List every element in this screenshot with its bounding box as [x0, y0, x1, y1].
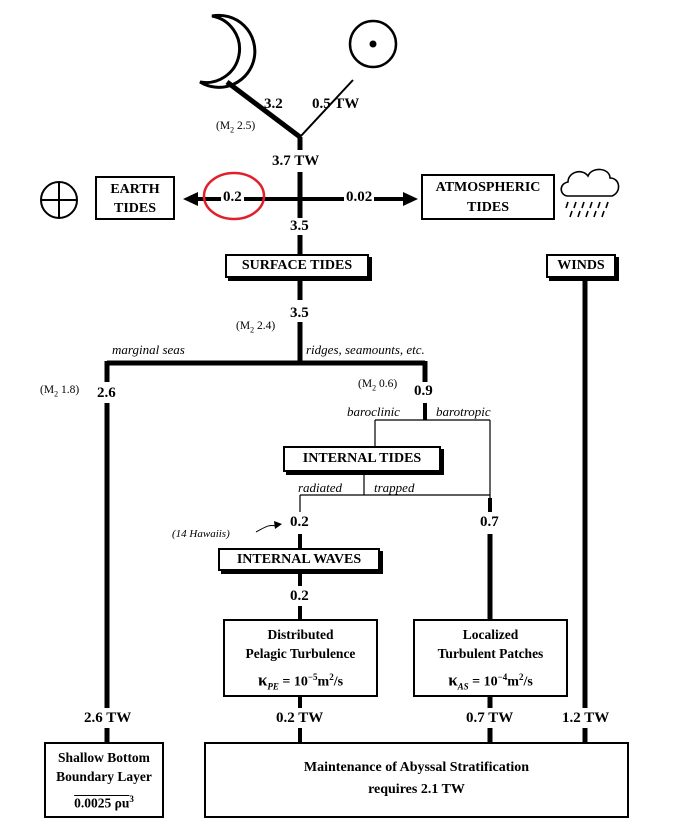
- highlight-circle: [202, 171, 266, 221]
- moon-flow-line: [225, 80, 302, 139]
- trapped-label: trapped: [374, 480, 415, 495]
- m2-surface-label: (M2 2.4): [236, 320, 276, 335]
- m2-moon-label: (M2 2.5): [216, 120, 256, 135]
- moon-icon: [199, 13, 257, 89]
- abyssal-stratification-box: Maintenance of Abyssal Stratification re…: [204, 742, 629, 818]
- internal-tides-box: INTERNAL TIDES: [283, 446, 441, 472]
- ridges-label: ridges, seamounts, etc.: [306, 342, 425, 357]
- rain-cloud-icon: [560, 168, 620, 218]
- radiated-value: 0.2: [290, 514, 309, 530]
- sun-flow-value: 0.5 TW: [312, 96, 360, 112]
- sun-icon: [348, 19, 398, 69]
- surface-out-value: 3.5: [288, 305, 311, 322]
- moon-flow-value: 3.2: [264, 96, 283, 112]
- radiated-label: radiated: [298, 480, 343, 495]
- shallow-tw-value: 2.6 TW: [84, 710, 132, 726]
- pelagic-kappa-formula: κPE = 10−5m2/s: [257, 670, 344, 692]
- baroclinic-label: baroclinic: [347, 404, 400, 419]
- trapped-value: 0.7: [480, 514, 499, 530]
- marginal-value: 2.6: [97, 385, 116, 401]
- sun-flow-line: [299, 79, 354, 138]
- hawaii-arrowhead: [274, 521, 282, 529]
- shallow-boundary-box: Shallow Bottom Boundary Layer 0.0025 ρu3: [44, 742, 164, 818]
- winds-box: WINDS: [546, 254, 616, 278]
- earth-icon: [40, 181, 78, 219]
- hawaii-pointer: [255, 525, 277, 533]
- atmos-arrowhead: [403, 192, 418, 206]
- barotropic-label: barotropic: [436, 404, 491, 419]
- m2-ridges-label: (M2 0.6): [358, 378, 398, 393]
- earth-tides-box: EARTH TIDES: [95, 176, 175, 220]
- ridges-value: 0.9: [414, 383, 433, 399]
- m2-marginal-label: (M2 1.8): [40, 384, 80, 399]
- patches-kappa-formula: κAS = 10−4m2/s: [448, 670, 533, 692]
- marginal-seas-label: marginal seas: [112, 342, 185, 357]
- winds-tw-value: 1.2 TW: [562, 710, 610, 726]
- pelagic-turbulence-box: Distributed Pelagic Turbulence κPE = 10−…: [223, 619, 378, 697]
- patches-tw-value: 0.7 TW: [466, 710, 514, 726]
- atmospheric-tides-box: ATMOSPHERIC TIDES: [421, 174, 555, 220]
- earth-flow-value: 0.2: [221, 189, 244, 206]
- hawaii-note: (14 Hawaiis): [172, 528, 230, 540]
- earth-arrowhead: [183, 192, 198, 206]
- surface-in-value: 3.5: [288, 218, 311, 235]
- shallow-formula: 0.0025 ρu3: [74, 794, 134, 811]
- surface-tides-box: SURFACE TIDES: [225, 254, 369, 278]
- atmos-flow-value: 0.02: [344, 189, 375, 206]
- pelagic-tw-value: 0.2 TW: [276, 710, 324, 726]
- turbulent-patches-box: Localized Turbulent Patches κAS = 10−4m2…: [413, 619, 568, 697]
- internal-waves-box: INTERNAL WAVES: [218, 548, 380, 571]
- total-flow-value: 3.7 TW: [270, 153, 322, 170]
- waves-out-value: 0.2: [290, 588, 309, 604]
